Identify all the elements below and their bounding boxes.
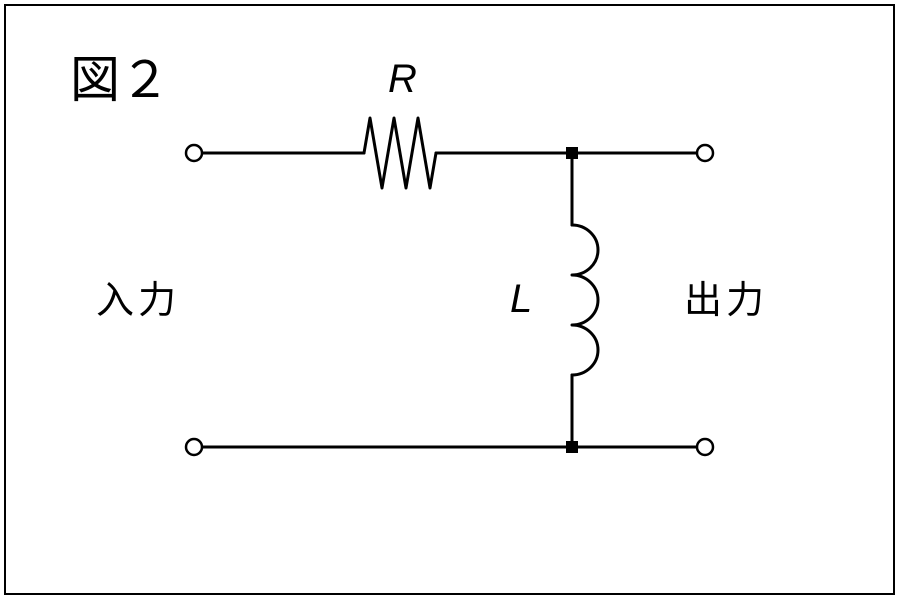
resistor-label: R bbox=[388, 57, 417, 101]
junction-bottom bbox=[566, 441, 578, 453]
figure-label: 図２ bbox=[70, 51, 170, 109]
junction-top bbox=[566, 147, 578, 159]
input-terminal-bottom bbox=[184, 437, 204, 457]
inductor-label: L bbox=[510, 277, 532, 321]
output-terminal-top bbox=[695, 143, 715, 163]
inductor bbox=[570, 223, 600, 377]
figure-frame bbox=[4, 4, 895, 595]
output-terminal-bottom bbox=[695, 437, 715, 457]
input-label: 入力 bbox=[96, 278, 180, 322]
output-label: 出力 bbox=[684, 278, 768, 322]
input-terminal-top bbox=[184, 143, 204, 163]
resistor bbox=[362, 116, 438, 190]
